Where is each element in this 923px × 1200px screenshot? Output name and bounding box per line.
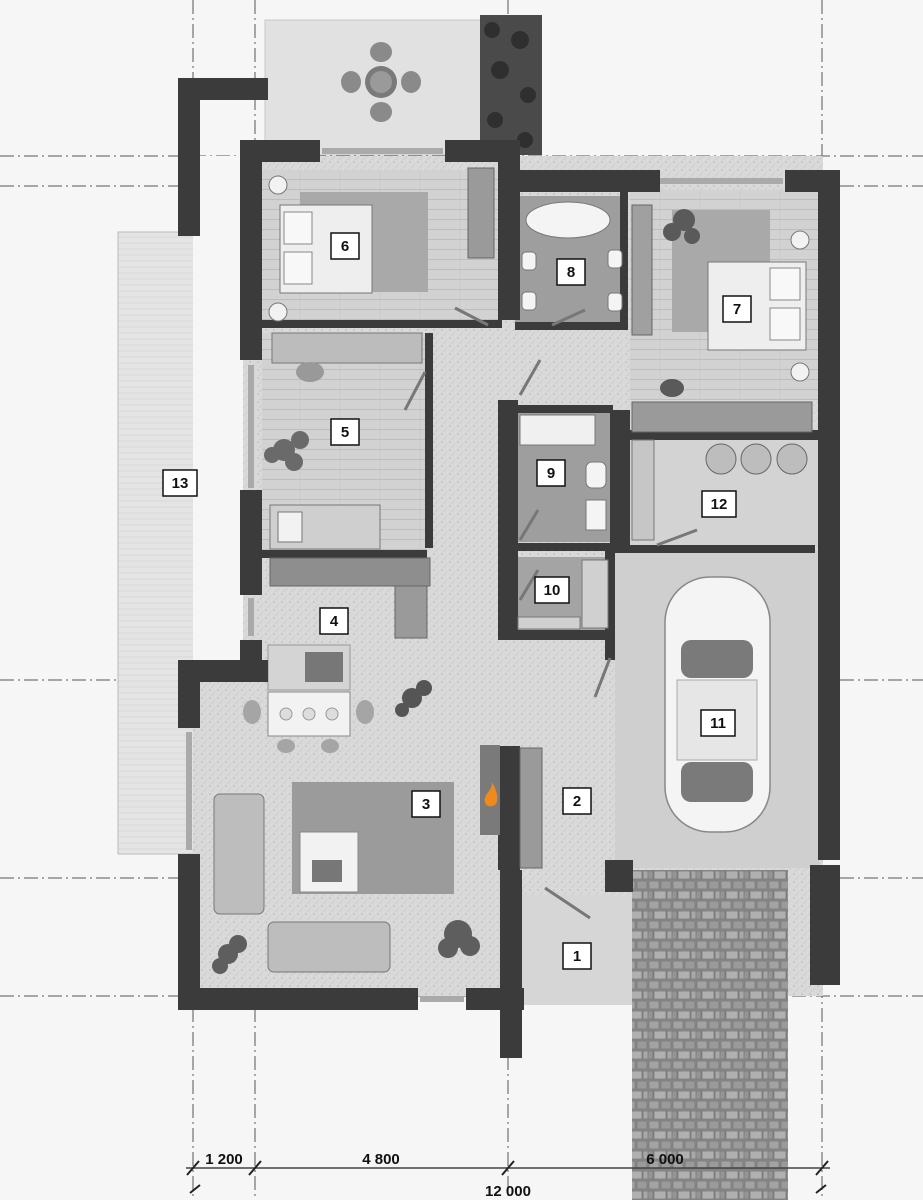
dimension-segment-1: 1 200 bbox=[205, 1151, 243, 1168]
room-label-box bbox=[556, 258, 586, 286]
room-label-box bbox=[162, 469, 198, 497]
room-label-box bbox=[722, 295, 752, 323]
laundry-12-fixtures bbox=[631, 439, 808, 541]
room-label-box bbox=[701, 490, 737, 518]
storage-10-fixtures bbox=[517, 559, 609, 630]
dimension-line: 1 200 4 800 6 000 12 000 bbox=[186, 1151, 830, 1200]
fireplace bbox=[480, 745, 543, 869]
room-label-box bbox=[562, 787, 592, 815]
room-label-box bbox=[411, 790, 441, 818]
dining-table bbox=[243, 680, 432, 753]
room-label-10: 10 bbox=[534, 576, 570, 604]
hedge bbox=[480, 15, 542, 155]
patio-table bbox=[341, 42, 421, 122]
driveway bbox=[632, 870, 788, 1200]
room-number: 13 bbox=[172, 475, 189, 492]
room-number: 8 bbox=[567, 264, 575, 281]
room-label-box bbox=[330, 418, 360, 446]
room-label-box bbox=[536, 459, 566, 487]
kitchen-4-furniture bbox=[269, 557, 431, 682]
car bbox=[664, 576, 771, 833]
office-5-furniture bbox=[264, 332, 423, 550]
room-label-13: 13 bbox=[162, 469, 198, 497]
room-number: 9 bbox=[547, 465, 555, 482]
room-number: 7 bbox=[733, 301, 741, 318]
room-label-7: 7 bbox=[722, 295, 752, 323]
plants bbox=[660, 209, 700, 397]
hedge-texture bbox=[484, 22, 536, 148]
room-number: 3 bbox=[422, 796, 430, 813]
room-label-11: 11 bbox=[700, 709, 736, 737]
room-number: 6 bbox=[341, 238, 349, 255]
room-label-1: 1 bbox=[562, 942, 592, 970]
room-label-4: 4 bbox=[319, 607, 349, 635]
room-number: 5 bbox=[341, 424, 349, 441]
bed-room-6 bbox=[268, 167, 495, 322]
bath-fixtures-9 bbox=[519, 414, 607, 531]
room-number: 11 bbox=[710, 715, 726, 732]
room-label-box bbox=[700, 709, 736, 737]
bath-fixtures-8 bbox=[521, 201, 623, 312]
walls bbox=[178, 78, 840, 1058]
room-number: 4 bbox=[330, 613, 339, 630]
room-label-box bbox=[534, 576, 570, 604]
room-label-8: 8 bbox=[556, 258, 586, 286]
room-label-box bbox=[330, 232, 360, 260]
room-label-6: 6 bbox=[330, 232, 360, 260]
dimension-segment-3: 6 000 bbox=[646, 1151, 684, 1168]
windows bbox=[186, 148, 783, 1002]
room-label-9: 9 bbox=[536, 459, 566, 487]
room-label-box bbox=[319, 607, 349, 635]
room-label-12: 12 bbox=[701, 490, 737, 518]
room-label-2: 2 bbox=[562, 787, 592, 815]
room-number: 12 bbox=[711, 496, 728, 513]
room-number: 2 bbox=[573, 793, 581, 810]
living-3-furniture bbox=[212, 793, 480, 974]
dimension-segment-2: 4 800 bbox=[362, 1151, 400, 1168]
room-number: 1 bbox=[573, 948, 581, 965]
doors bbox=[403, 306, 698, 920]
room-label-box bbox=[562, 942, 592, 970]
room-label-3: 3 bbox=[411, 790, 441, 818]
dimension-total: 12 000 bbox=[485, 1183, 531, 1200]
room-number: 10 bbox=[544, 582, 561, 599]
room-label-5: 5 bbox=[330, 418, 360, 446]
